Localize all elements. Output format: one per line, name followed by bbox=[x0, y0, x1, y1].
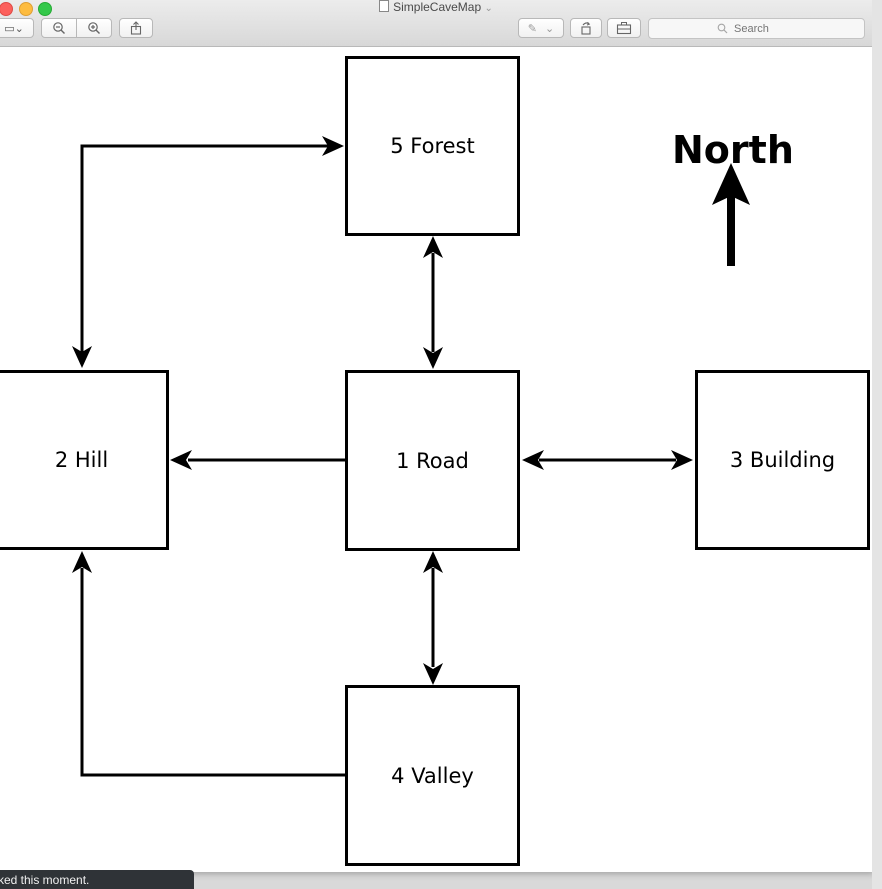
search-input[interactable] bbox=[732, 21, 796, 36]
close-window-button[interactable] bbox=[0, 2, 13, 16]
rotate-button[interactable] bbox=[570, 18, 602, 38]
status-text: rked this moment. bbox=[0, 873, 90, 887]
north-arrowhead bbox=[712, 163, 750, 205]
arrowhead-forest-left bbox=[322, 136, 344, 156]
north-label: North bbox=[672, 128, 794, 172]
valley-hill-connector bbox=[80, 568, 346, 777]
arrowhead-forest-bottom bbox=[423, 236, 443, 258]
map-connections bbox=[72, 136, 750, 777]
zoom-out-button[interactable] bbox=[41, 18, 77, 38]
window-title[interactable]: SimpleCaveMap ⌄ bbox=[0, 0, 872, 16]
toolbox-button[interactable] bbox=[607, 18, 641, 38]
arrowhead-road-bottom bbox=[423, 551, 443, 573]
room-road-label: 1 Road bbox=[396, 448, 469, 473]
toolbox-icon bbox=[616, 22, 632, 35]
pen-icon: ✎ bbox=[527, 22, 537, 35]
room-hill-label: 2 Hill bbox=[54, 448, 109, 472]
document-canvas: 5 Forest 2 Hill 1 Road 3 Building 4 Vall… bbox=[0, 55, 872, 872]
arrowheads bbox=[72, 136, 750, 685]
markup-menu-icon: ⌄ bbox=[545, 22, 555, 35]
share-icon bbox=[130, 21, 142, 35]
zoom-out-icon bbox=[53, 22, 65, 34]
zoom-in-icon bbox=[88, 22, 100, 34]
zoom-window-button[interactable] bbox=[38, 2, 52, 16]
room-building: 3 Building bbox=[695, 370, 870, 550]
search-icon bbox=[717, 23, 728, 34]
room-building-label: 3 Building bbox=[729, 448, 836, 472]
preview-window: SimpleCaveMap ⌄ ▭⌄ ✎ ⌄ bbox=[0, 0, 872, 872]
title-chevron-icon: ⌄ bbox=[484, 3, 493, 14]
rotate-icon bbox=[581, 21, 591, 35]
room-road: 1 Road bbox=[345, 370, 520, 551]
arrowhead-road-right bbox=[522, 450, 544, 470]
share-button[interactable] bbox=[119, 18, 153, 38]
markup-button[interactable]: ✎ ⌄ bbox=[518, 18, 564, 38]
sidebar-icon: ▭⌄ bbox=[4, 22, 24, 35]
sidebar-toggle-button[interactable]: ▭⌄ bbox=[0, 18, 34, 38]
title-bar: SimpleCaveMap ⌄ ▭⌄ ✎ ⌄ bbox=[0, 0, 872, 47]
room-forest: 5 Forest bbox=[345, 56, 520, 236]
room-forest-label: 5 Forest bbox=[390, 134, 475, 158]
window-edge bbox=[872, 0, 882, 889]
arrowhead-hill-right bbox=[170, 450, 192, 470]
minimize-window-button[interactable] bbox=[19, 2, 33, 16]
arrowhead-road-top bbox=[423, 347, 443, 369]
arrowhead-hill-bottom bbox=[72, 551, 92, 573]
hill-forest-connector bbox=[80, 144, 330, 353]
status-bar: rked this moment. bbox=[0, 870, 194, 889]
room-hill: 2 Hill bbox=[0, 370, 169, 550]
arrowhead-valley-top bbox=[423, 663, 443, 685]
zoom-in-button[interactable] bbox=[76, 18, 112, 38]
document-icon bbox=[379, 0, 390, 12]
arrowhead-hill-top bbox=[72, 346, 92, 368]
connector-lines bbox=[80, 144, 735, 777]
arrowhead-building-left bbox=[671, 450, 693, 470]
room-valley-label: 4 Valley bbox=[391, 763, 474, 788]
search-field[interactable] bbox=[648, 18, 865, 39]
window-title-text: SimpleCaveMap bbox=[393, 0, 482, 14]
room-valley: 4 Valley bbox=[345, 685, 520, 866]
